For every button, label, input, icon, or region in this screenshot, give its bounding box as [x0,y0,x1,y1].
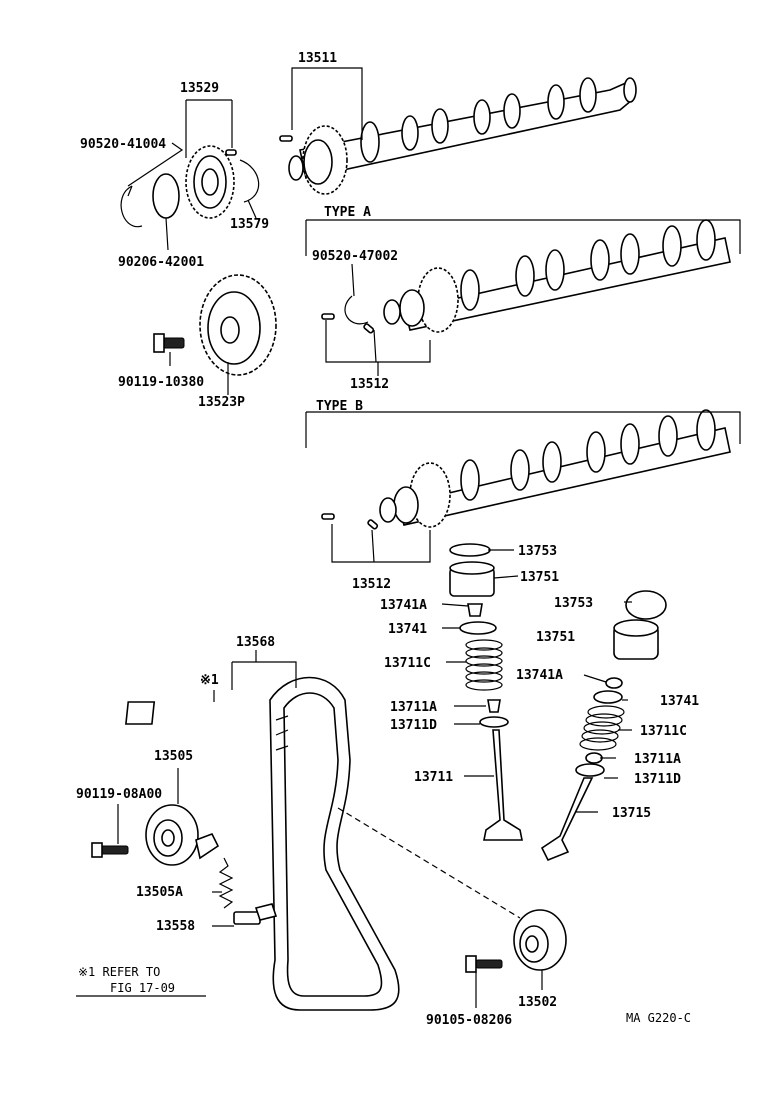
snap-ring-13579 [239,159,260,203]
label-13741a-a: 13741A [380,598,427,613]
valve-assembly-b [540,590,667,862]
label-13529: 13529 [180,81,219,96]
bolt-90105-08206 [465,955,503,973]
key-type-b [367,519,379,530]
pin-type-a [321,313,335,320]
label-13753-b: 13753 [554,596,593,611]
label-13505a: 13505A [136,885,183,900]
label-13558: 13558 [156,919,195,934]
idler-13502 [513,909,567,971]
label-13512-a: 13512 [350,377,389,392]
label-13579: 13579 [230,217,269,232]
label-refer-line2: FIG 17-09 [110,981,175,995]
label-13711: 13711 [414,770,453,785]
label-type-a: TYPE A [324,205,371,220]
label-13711d-b: 13711D [634,772,681,787]
label-13715: 13715 [612,806,651,821]
label-90206-42001: 90206-42001 [118,255,204,270]
timing-belt-13568 [269,676,400,1011]
part-labels: 13511 13529 90520-41004 13579 90206-4200… [76,51,699,1028]
label-90105-08206: 90105-08206 [426,1013,512,1028]
valve-assembly-a [449,543,523,841]
label-type-b: TYPE B [316,399,363,414]
label-90520-47002: 90520-47002 [312,249,398,264]
label-13741a-b: 13741A [516,668,563,683]
label-13751-a: 13751 [520,570,559,585]
camshaft-type-b [379,409,731,528]
dashed-link [337,807,521,919]
label-13523p: 13523P [198,395,245,410]
note-card [125,701,156,725]
label-13502: 13502 [518,995,557,1010]
label-13751-b: 13751 [536,630,575,645]
label-90119-08a00: 90119-08A00 [76,787,162,802]
ring-90206-42001 [152,173,180,219]
key-type-a [363,323,375,334]
label-13711a-a: 13711A [390,700,437,715]
camshaft-type-a [383,219,731,333]
label-90119-10380: 90119-10380 [118,375,204,390]
tensioner-13505 [145,804,220,866]
label-13512-b: 13512 [352,577,391,592]
gear-13529 [185,145,237,219]
label-13711c-a: 13711C [384,656,431,671]
snap-ring-90520-47002 [344,295,369,325]
label-fig-code: MA G220-C [626,1011,691,1025]
spring-13505a [218,857,234,909]
camshaft-13511 [279,77,637,195]
label-refer-line1: ※1 REFER TO [78,965,160,979]
label-13511: 13511 [298,51,337,66]
label-13741-b: 13741 [660,694,699,709]
label-13711c-b: 13711C [640,724,687,739]
leader-lines [76,67,741,1008]
label-13568: 13568 [236,635,275,650]
label-90520-41004: 90520-41004 [80,137,166,152]
pulley-13523p [199,274,277,376]
label-13711a-b: 13711A [634,752,681,767]
label-13711d-a: 13711D [390,718,437,733]
bolt-90119-08a00 [91,842,129,858]
stud-13558 [233,903,278,925]
label-note-mark: ※1 [200,673,219,688]
snap-ring-90520-41004 [120,185,143,228]
pin-type-b [321,513,335,520]
label-13741-a: 13741 [388,622,427,637]
bolt-90119-10380 [153,333,185,353]
label-13505: 13505 [154,749,193,764]
label-13753-a: 13753 [518,544,557,559]
